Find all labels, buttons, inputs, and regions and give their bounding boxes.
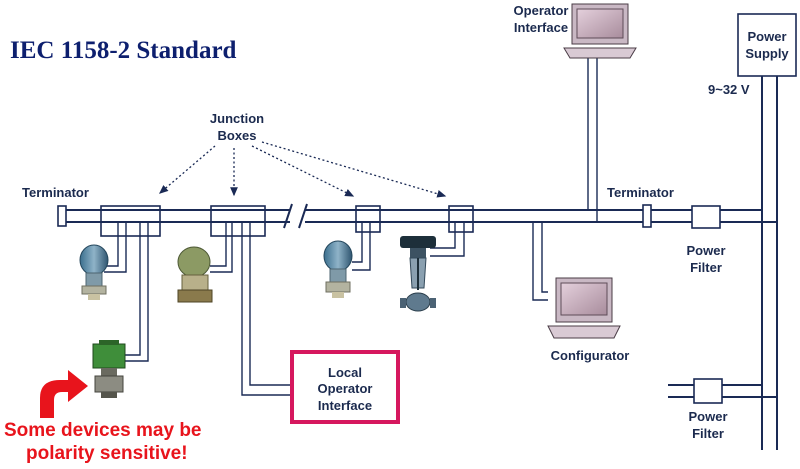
voltage-label: 9~32 V: [708, 82, 750, 97]
spurs-junction-box-1: [104, 222, 149, 362]
control-valve-icon: [400, 236, 436, 312]
polarity-sensitive-device-icon: [92, 340, 126, 398]
operator-interface-label-2: Interface: [514, 20, 568, 35]
operator-interface-label-1: Operator: [514, 3, 569, 18]
power-supply-box: [737, 13, 797, 77]
computer-terminal-icon: [563, 3, 637, 59]
operator-interface-spur: [587, 50, 598, 222]
junction-box-3: [355, 205, 381, 233]
pressure-transmitter-icon: [323, 240, 353, 298]
power-filter-1-label-1: Power: [686, 243, 725, 258]
spurs-junction-box-2: [210, 222, 292, 396]
configurator-label: Configurator: [551, 348, 630, 363]
junction-box-4: [448, 205, 474, 233]
warning-text-line1: Some devices may be: [4, 420, 202, 441]
power-filter-2: [693, 378, 723, 404]
junction-box-1: [100, 205, 161, 237]
computer-terminal-icon: [547, 277, 621, 339]
local-operator-label-2: Operator: [318, 381, 373, 396]
power-supply-label-1: Power: [747, 29, 786, 44]
terminator-right-label: Terminator: [607, 185, 674, 200]
power-filter-2-label-1: Power: [688, 409, 727, 424]
spurs-junction-box-4: [430, 222, 465, 257]
junction-boxes-label-1: Junction: [210, 111, 264, 126]
lower-power-branch: [668, 384, 777, 398]
junction-box-2: [210, 205, 266, 237]
trunk-bus: [60, 203, 762, 229]
pressure-transmitter-icon: [79, 244, 109, 300]
page-title: IEC 1158-2 Standard: [10, 37, 237, 64]
power-filter-1: [691, 205, 721, 229]
power-supply-label-2: Supply: [745, 46, 789, 61]
red-curved-arrow-icon: [40, 370, 88, 418]
junction-box-pointers: [159, 141, 447, 198]
junction-boxes-label-2: Boxes: [217, 128, 256, 143]
local-operator-interface-box: [290, 350, 400, 424]
power-supply-rails: [720, 76, 778, 450]
local-operator-label-3: Interface: [318, 398, 372, 413]
local-operator-label-1: Local: [328, 365, 362, 380]
terminator-left: [57, 205, 67, 227]
warning-text-line2: polarity sensitive!: [26, 443, 188, 464]
configurator-spur: [532, 222, 548, 301]
power-filter-2-label-2: Filter: [692, 426, 724, 441]
spurs-junction-box-3: [352, 222, 371, 271]
pressure-transmitter-icon: [177, 246, 213, 303]
terminator-right: [642, 204, 652, 228]
power-filter-1-label-2: Filter: [690, 260, 722, 275]
terminator-left-label: Terminator: [22, 185, 89, 200]
